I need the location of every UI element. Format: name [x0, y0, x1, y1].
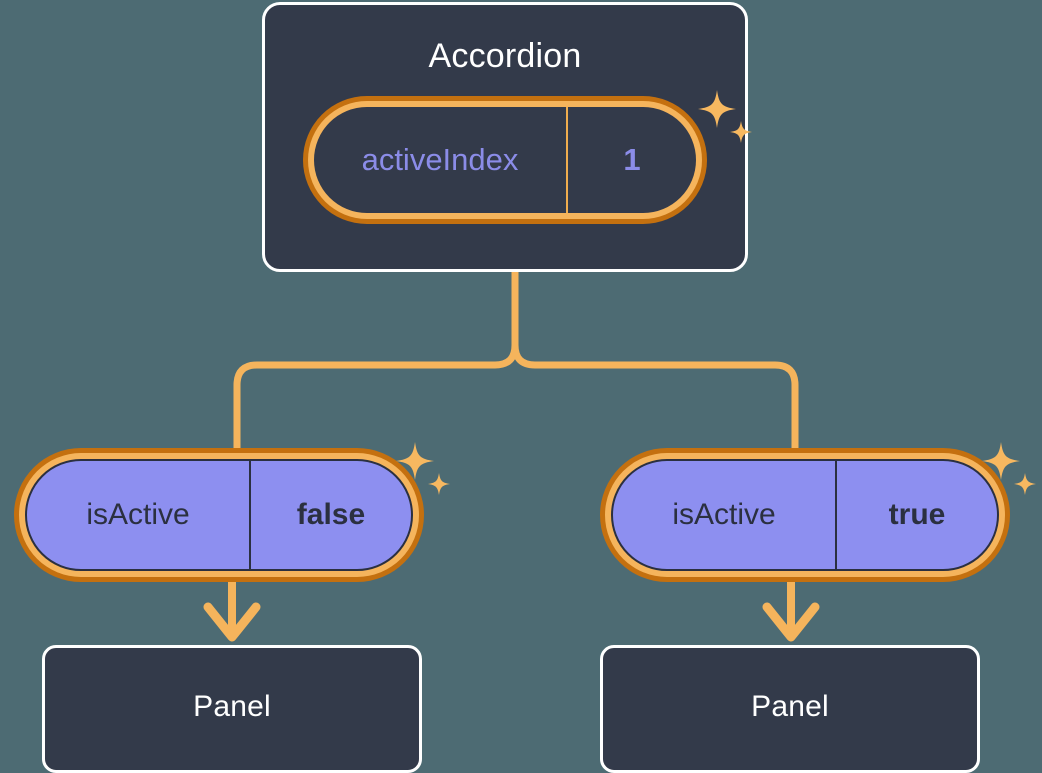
- connector-tree-path: [233, 268, 519, 459]
- pill-body: isActive false: [25, 459, 413, 571]
- state-pill-name: activeIndex: [361, 142, 519, 177]
- prop-pill-value: false: [249, 461, 411, 569]
- arrow-right-to-panel: [762, 575, 820, 642]
- state-pill-active-index[interactable]: activeIndex 1: [303, 96, 707, 224]
- prop-pill-is-active-true[interactable]: isActive true: [600, 448, 1010, 582]
- prop-pill-name: isActive: [672, 498, 776, 531]
- connector-tree-path-right: [511, 268, 799, 459]
- panel-left-title: Panel: [193, 690, 271, 723]
- pill-body: activeIndex 1: [314, 107, 696, 213]
- prop-pill-name: isActive: [86, 498, 190, 531]
- prop-pill-value: true: [835, 461, 997, 569]
- accordion-title: Accordion: [428, 37, 582, 75]
- panel-right-title: Panel: [751, 690, 829, 723]
- component-node-panel-right[interactable]: Panel: [600, 645, 980, 773]
- state-pill-value: 1: [566, 107, 696, 213]
- arrow-left-to-panel: [203, 575, 261, 642]
- prop-pill-is-active-false[interactable]: isActive false: [14, 448, 424, 582]
- component-node-panel-left[interactable]: Panel: [42, 645, 422, 773]
- pill-body: isActive true: [611, 459, 999, 571]
